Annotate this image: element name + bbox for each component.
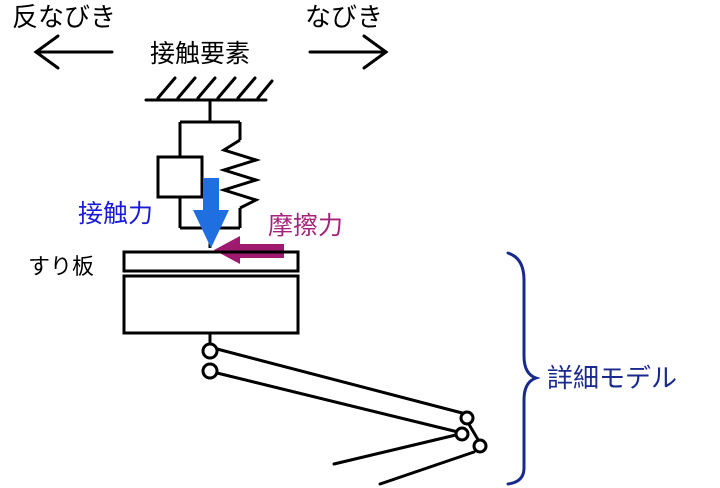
detailed-model-brace xyxy=(506,251,541,486)
detailed-model-label: 詳細モデル xyxy=(547,364,677,394)
pan-head xyxy=(122,274,300,335)
right-direction-arrow xyxy=(308,34,389,70)
linkage-joints xyxy=(201,342,488,454)
left-direction-arrow xyxy=(33,34,114,70)
friction-force-label: 摩擦力 xyxy=(268,211,343,240)
frame-linkage xyxy=(208,331,482,486)
contact-force-label: 接触力 xyxy=(78,199,153,228)
reverse-bow-label: 反なびき xyxy=(12,3,116,33)
bow-label: なびき xyxy=(305,3,383,33)
friction-force-arrow xyxy=(214,236,284,264)
contact-strip xyxy=(122,250,300,273)
spring-damper xyxy=(156,100,262,248)
fixed-support xyxy=(144,76,274,102)
contact-force-arrow xyxy=(193,178,229,248)
contact-strip-label: すり板 xyxy=(28,255,94,280)
contact-element-label: 接触要素 xyxy=(150,39,250,68)
